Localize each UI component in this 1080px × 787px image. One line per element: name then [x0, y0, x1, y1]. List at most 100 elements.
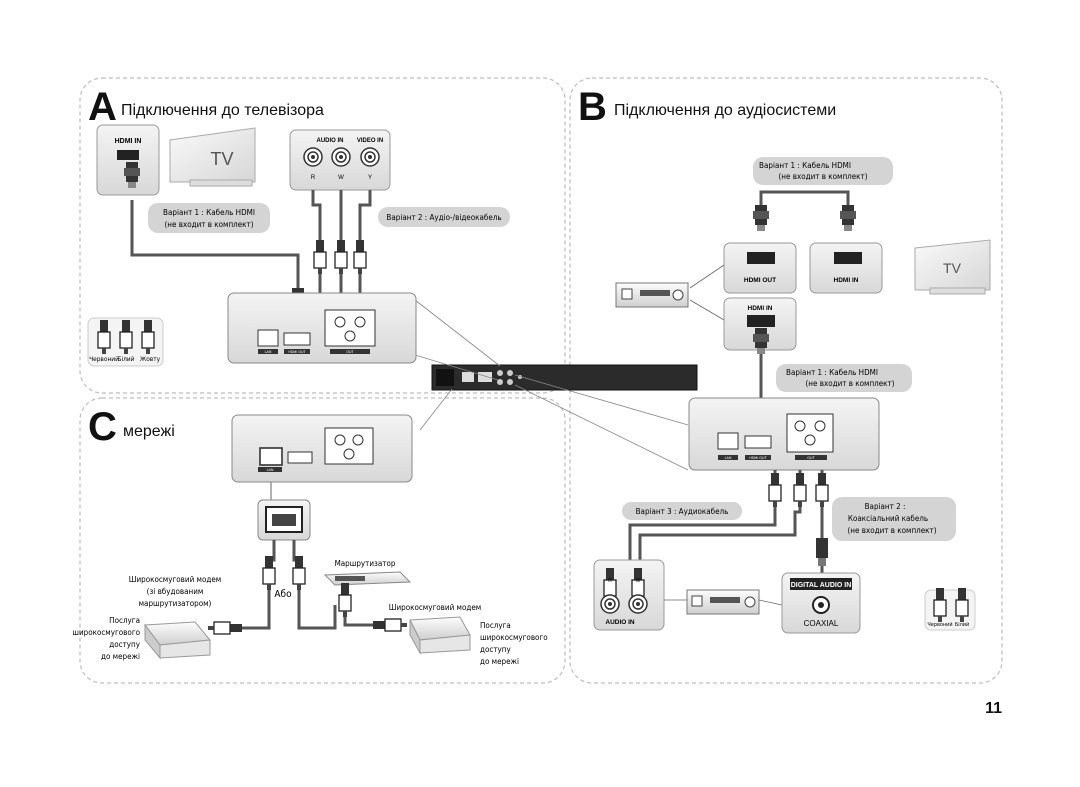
svg-text:TV: TV	[210, 149, 233, 169]
svg-text:доступу: доступу	[480, 645, 511, 654]
panel-b-variant1-callout: Варіант 1 : Кабель HDMI (не входит в ком…	[753, 157, 893, 185]
player-rear-a: LAN HDMI OUT OUT	[227, 292, 417, 364]
svg-text:R: R	[311, 175, 316, 181]
section-a-letter: A	[88, 85, 117, 129]
svg-text:Послуга: Послуга	[109, 616, 140, 625]
svg-text:HDMI IN: HDMI IN	[748, 305, 773, 312]
svg-text:HDMI OUT: HDMI OUT	[749, 456, 767, 460]
section-a-heading: A Підключення до телевізора	[88, 85, 324, 129]
svg-text:OUT: OUT	[346, 350, 354, 354]
service-right-label: Послуга широкосмугового доступу до мереж…	[480, 621, 548, 666]
section-b-title: Підключення до аудіосистеми	[614, 102, 836, 119]
coaxial-plug	[816, 538, 828, 566]
svg-text:Жовту: Жовту	[140, 355, 161, 363]
modem-icon	[409, 616, 471, 655]
receiver-callout-lines	[689, 264, 725, 289]
svg-text:DIGITAL AUDIO IN: DIGITAL AUDIO IN	[791, 582, 852, 589]
panel-b-hdmi-cable	[759, 190, 850, 205]
panel-b-variant3-callout: Варіант 3 : Аудиокабель	[622, 502, 742, 520]
svg-text:(не входит в комплект): (не входит в комплект)	[778, 172, 867, 181]
panel-a-plug-legend: Червоний Білий Жовту	[87, 317, 164, 367]
svg-text:HDMI IN: HDMI IN	[834, 277, 859, 284]
svg-text:(не входит в комплект): (не входит в комплект)	[847, 526, 936, 535]
modem-builtin-label: Широкосмуговий модем (зі вбудованим марш…	[129, 575, 221, 608]
section-a-title: Підключення до телевізора	[121, 102, 324, 119]
svg-text:Коаксіальний кабель: Коаксіальний кабель	[848, 513, 928, 523]
panel-c-border	[79, 397, 566, 684]
svg-text:AUDIO IN: AUDIO IN	[605, 619, 635, 626]
svg-text:W: W	[338, 175, 344, 181]
tv-icon: TV	[169, 127, 256, 187]
av-receiver-top	[615, 282, 689, 308]
svg-text:Варіант 2 :: Варіант 2 :	[865, 502, 906, 511]
section-b-letter: B	[578, 85, 607, 129]
svg-text:VIDEO IN: VIDEO IN	[357, 138, 383, 144]
svg-text:широкосмугового: широкосмугового	[480, 633, 548, 642]
panel-a-variant2-callout: Варіант 2 : Аудіо-/відеокабель	[378, 207, 510, 227]
svg-text:(зі вбудованим: (зі вбудованим	[147, 586, 204, 596]
svg-text:Червоний: Червоний	[927, 621, 952, 628]
svg-text:Білий: Білий	[955, 621, 969, 628]
panel-b-variant2-callout: Варіант 2 : Коаксіальний кабель (не вход…	[832, 497, 956, 541]
svg-text:(не входит в комплект): (не входит в комплект)	[164, 220, 253, 229]
svg-text:COAXIAL: COAXIAL	[804, 619, 839, 628]
panel-a-border	[79, 77, 566, 394]
receiver-hdmi-out-box: HDMI OUT	[723, 242, 797, 294]
tv-hdmi-in-box-b: HDMI IN	[809, 242, 883, 294]
svg-text:Варіант 1 : Кабель HDMI: Варіант 1 : Кабель HDMI	[163, 207, 255, 217]
svg-text:LAN: LAN	[265, 350, 272, 354]
svg-text:маршрутизатором): маршрутизатором)	[139, 599, 212, 608]
panel-b-border	[569, 77, 1003, 684]
section-c-heading: C мережі	[88, 405, 175, 449]
svg-text:Варіант 2 : Аудіо-/відеокабель: Варіант 2 : Аудіо-/відеокабель	[386, 212, 501, 222]
svg-text:HDMI OUT: HDMI OUT	[744, 277, 776, 284]
svg-text:доступу: доступу	[109, 640, 140, 649]
panel-b-variant1b-callout: Варіант 1 : Кабель HDMI (не входит в ком…	[776, 364, 912, 392]
panel-b-plug-legend: Червоний Білий	[924, 587, 976, 631]
zoom-lines	[414, 299, 689, 471]
tv-icon-b: TV	[914, 239, 991, 295]
svg-text:W: W	[636, 578, 641, 584]
service-left-label: Послуга широкосмугового доступу до мереж…	[72, 616, 140, 661]
digital-audio-in-box: DIGITAL AUDIO IN COAXIAL	[781, 572, 861, 634]
svg-text:(не входит в комплект): (не входит в комплект)	[805, 379, 894, 388]
svg-text:OUT: OUT	[807, 456, 815, 460]
svg-text:Варіант 3 : Аудиокабель: Варіант 3 : Аудиокабель	[636, 506, 729, 516]
modem-label: Широкосмуговий модем	[389, 603, 481, 612]
svg-text:HDMI OUT: HDMI OUT	[288, 350, 306, 354]
bluray-player	[431, 364, 698, 391]
receiver-audio-in-box: R W AUDIO IN	[593, 559, 665, 631]
svg-text:HDMI IN: HDMI IN	[115, 138, 142, 145]
player-rear-b: LAN HDMI OUT OUT	[688, 397, 880, 471]
svg-text:Широкосмуговий модем: Широкосмуговий модем	[129, 575, 221, 584]
svg-text:Послуга: Послуга	[480, 621, 511, 630]
svg-text:Варіант 1 : Кабель HDMI: Варіант 1 : Кабель HDMI	[786, 367, 878, 377]
svg-text:Білий: Білий	[118, 355, 135, 363]
section-b-heading: B Підключення до аудіосистеми	[578, 85, 836, 129]
svg-text:Варіант 1 : Кабель HDMI: Варіант 1 : Кабель HDMI	[759, 160, 851, 170]
lan-port-zoom	[257, 499, 311, 541]
svg-text:Червоний: Червоний	[89, 355, 119, 363]
router-icon	[323, 571, 412, 586]
svg-text:до мережі: до мережі	[480, 657, 519, 666]
section-c-letter: C	[88, 405, 117, 449]
or-label: Або	[274, 588, 292, 600]
tv-hdmi-in-box: HDMI IN	[96, 124, 160, 196]
panel-c-cables	[218, 540, 400, 630]
svg-text:Y: Y	[368, 175, 372, 181]
svg-text:R: R	[608, 578, 612, 584]
section-c-title: мережі	[123, 423, 175, 440]
player-rear-c: LAN	[231, 414, 413, 483]
svg-text:TV: TV	[943, 260, 962, 276]
av-receiver-bottom	[686, 589, 760, 615]
svg-text:LAN: LAN	[725, 456, 732, 460]
svg-text:LAN: LAN	[267, 468, 274, 472]
router-label: Маршрутизатор	[335, 559, 396, 568]
page-number: 11	[985, 700, 1002, 717]
modem-builtin-icon	[144, 621, 211, 660]
svg-text:широкосмугового: широкосмугового	[72, 628, 140, 637]
svg-text:до мережі: до мережі	[101, 652, 140, 661]
tv-av-in-box: AUDIO IN VIDEO IN R W Y	[289, 129, 391, 191]
svg-text:AUDIO IN: AUDIO IN	[317, 138, 344, 144]
